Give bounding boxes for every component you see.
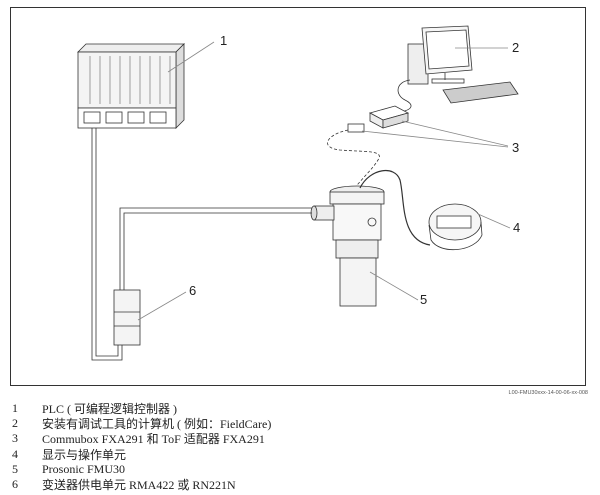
legend-text: Prosonic FMU30 [42, 461, 126, 476]
plc-illustration [77, 41, 215, 129]
legend-number: 1 [12, 401, 18, 416]
legend-item: 4 显示与操作单元 [12, 447, 271, 462]
diagram-frame [10, 7, 586, 386]
display-unit-illustration [428, 203, 511, 251]
callout-6: 6 [189, 283, 197, 298]
legend-number: 4 [12, 446, 18, 461]
callout-4: 4 [513, 220, 521, 235]
legend-item: 3 Commubox FXA291 和 ToF 适配器 FXA291 [12, 431, 271, 446]
callout-2: 2 [512, 40, 520, 55]
legend-item: 2 安装有调试工具的计算机 ( 例如：FieldCare) [12, 416, 271, 431]
power-supply-illustration [91, 128, 312, 361]
system-diagram [77, 25, 519, 361]
figure-id: L00-FMU30xxx-14-00-06-xx-008 [508, 390, 588, 396]
callout-5: 5 [420, 292, 428, 307]
legend-number: 2 [12, 416, 18, 431]
callout-1: 1 [220, 33, 228, 48]
legend-number: 5 [12, 461, 18, 476]
legend-number: 3 [12, 431, 18, 446]
legend-item: 6 变送器供电单元 RMA422 或 RN221N [12, 477, 271, 492]
sensor-illustration [310, 170, 431, 307]
callout-3: 3 [512, 140, 520, 155]
legend-text: PLC ( 可编程逻辑控制器 ) [42, 402, 178, 417]
legend-text: Commubox FXA291 和 ToF 适配器 FXA291 [42, 432, 265, 447]
legend-list: 1 PLC ( 可编程逻辑控制器 ) 2 安装有调试工具的计算机 ( 例如：Fiel… [12, 401, 271, 492]
legend-number: 6 [12, 477, 18, 492]
computer-illustration [397, 25, 519, 113]
legend-item: 1 PLC ( 可编程逻辑控制器 ) [12, 401, 271, 416]
legend-text: 安装有调试工具的计算机 ( 例如：FieldCare) [42, 417, 272, 432]
commubox-illustration [327, 105, 509, 193]
legend-text: 变送器供电单元 RMA422 或 RN221N [42, 478, 236, 493]
legend-text: 显示与操作单元 [42, 447, 127, 462]
legend-item: 5 Prosonic FMU30 [12, 462, 271, 477]
